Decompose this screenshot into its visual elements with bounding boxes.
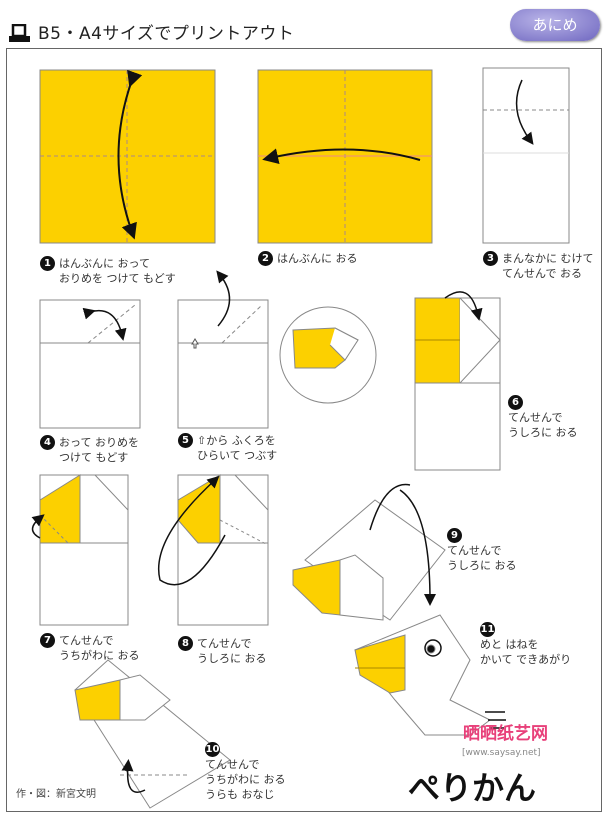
- step-8-figure: [158, 474, 269, 626]
- step-number-badge: 4: [40, 435, 55, 450]
- caption-line: うらも おなじ: [205, 788, 275, 801]
- step-5-caption: 5 ⇧から ふくろをひらいて つぶす: [178, 433, 277, 463]
- caption-line: てんせんで: [205, 758, 260, 771]
- caption-line: てんせんで: [197, 637, 252, 650]
- step-5-figure: [177, 270, 269, 429]
- step-10-figure: [74, 659, 231, 809]
- caption-line: はんぶんに おる: [277, 252, 358, 265]
- author-credit: 作・図：新宮文明: [16, 789, 96, 800]
- watermark-name: 晒晒纸艺网: [463, 724, 548, 744]
- step-8-caption: 8 てんせんでうしろに おる: [178, 636, 267, 666]
- step-number-badge: 8: [178, 636, 193, 651]
- step-3-figure: [482, 67, 570, 244]
- caption-line: かいて できあがり: [480, 653, 572, 666]
- caption-line: うしろに おる: [197, 652, 267, 665]
- caption-line: めと はねを: [480, 638, 539, 651]
- print-link[interactable]: B5・A4サイズでプリントアウト: [38, 24, 295, 44]
- caption-line: てんせんで: [447, 544, 502, 557]
- step-2-caption: 2 はんぶんに おる: [258, 251, 358, 266]
- caption-line: まんなかに むけて: [502, 252, 594, 265]
- caption-line: ⇧から ふくろを: [197, 434, 276, 447]
- step-4-figure: [39, 299, 141, 429]
- printer-icon[interactable]: [8, 24, 32, 44]
- step-number-badge: 9: [447, 528, 462, 543]
- step-number-badge: 6: [508, 395, 523, 410]
- caption-line: おって おりめを: [59, 436, 139, 449]
- caption-line: つけて もどす: [59, 451, 129, 464]
- step-7-figure: [31, 474, 129, 626]
- step-number-badge: 11: [480, 622, 495, 637]
- step-4-caption: 4 おって おりめをつけて もどす: [40, 435, 139, 465]
- step-6-figure: [414, 291, 501, 471]
- step-11-figure: [354, 614, 506, 736]
- caption-line: うしろに おる: [508, 426, 578, 439]
- step-number-badge: 2: [258, 251, 273, 266]
- step-1-figure: [39, 69, 216, 244]
- caption-line: ひらいて つぶす: [197, 449, 278, 462]
- caption-line: うちがわに おる: [205, 773, 286, 786]
- step-number-badge: 7: [40, 633, 55, 648]
- caption-line: てんせんで: [59, 634, 114, 647]
- diagram-frame: [6, 48, 602, 812]
- caption-line: おりめを つけて もどす: [59, 272, 176, 285]
- caption-line: てんせんで おる: [502, 267, 582, 280]
- step-number-badge: 10: [205, 742, 220, 757]
- step-3-caption: 3 まんなかに むけててんせんで おる: [483, 251, 594, 281]
- step-2-figure: [257, 69, 433, 244]
- step-7-caption: 7 てんせんでうちがわに おる: [40, 633, 140, 663]
- caption-line: うしろに おる: [447, 559, 517, 572]
- step-number-badge: 1: [40, 256, 55, 271]
- animation-button[interactable]: あにめ: [510, 9, 600, 41]
- step-number-badge: 3: [483, 251, 498, 266]
- model-title: ぺりかん: [408, 769, 537, 807]
- caption-line: うちがわに おる: [59, 649, 140, 662]
- step-number-badge: 5: [178, 433, 193, 448]
- caption-line: はんぶんに おって: [59, 257, 150, 270]
- step-9-figure: [292, 483, 446, 621]
- step-1-caption: 1 はんぶんに おっておりめを つけて もどす: [40, 256, 176, 286]
- watermark-url: [www.saysay.net]: [462, 748, 541, 758]
- caption-line: てんせんで: [508, 411, 563, 424]
